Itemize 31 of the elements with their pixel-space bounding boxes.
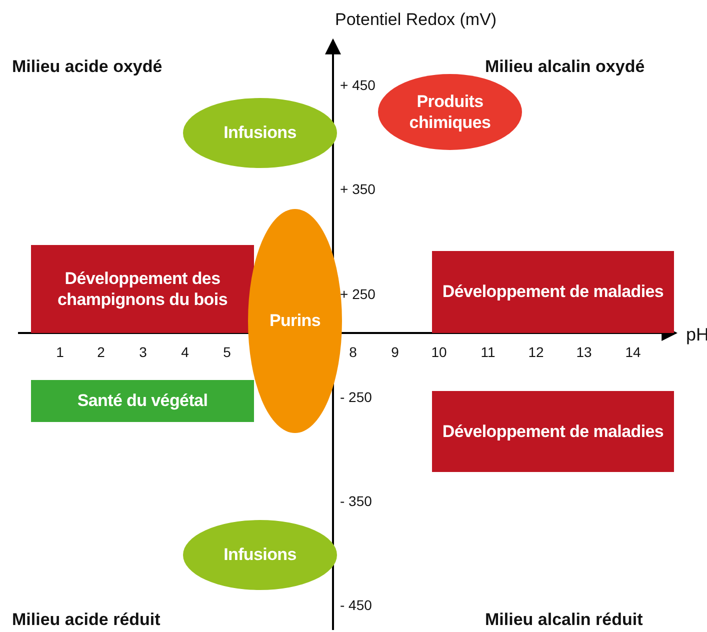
tick-label: 8 [349,344,357,360]
tick-label: + 350 [340,181,376,197]
quadrant-label: Milieu alcalin réduit [485,610,643,630]
tick-label: + 450 [340,77,376,93]
tick-label: 1 [56,344,64,360]
zone-box: Santé du végétal [31,380,254,422]
tick-label: 9 [391,344,399,360]
tick-label: 14 [625,344,641,360]
tick-label: 12 [528,344,544,360]
tick-label: 13 [576,344,592,360]
tick-label: - 350 [340,493,372,509]
treatment-ellipse: Produits chimiques [378,74,522,150]
tick-label: - 250 [340,389,372,405]
quadrant-label: Milieu alcalin oxydé [485,57,645,77]
axis-title: Potentiel Redox (mV) [335,10,497,30]
tick-label: - 450 [340,597,372,613]
tick-label: + 250 [340,286,376,302]
tick-label: 4 [181,344,189,360]
tick-label: 2 [97,344,105,360]
quadrant-label: Milieu acide réduit [12,610,160,630]
zone-box: Développement de maladies [432,251,674,333]
quadrant-label: Milieu acide oxydé [12,57,162,77]
treatment-ellipse: Infusions [183,98,337,168]
zone-box: Développement des champignons du bois [31,245,254,333]
tick-label: 5 [223,344,231,360]
treatment-ellipse: Purins [248,209,342,433]
tick-label: 11 [480,344,496,360]
treatment-ellipse: Infusions [183,520,337,590]
tick-label: 3 [139,344,147,360]
zone-box: Développement de maladies [432,391,674,472]
tick-label: 10 [431,344,447,360]
